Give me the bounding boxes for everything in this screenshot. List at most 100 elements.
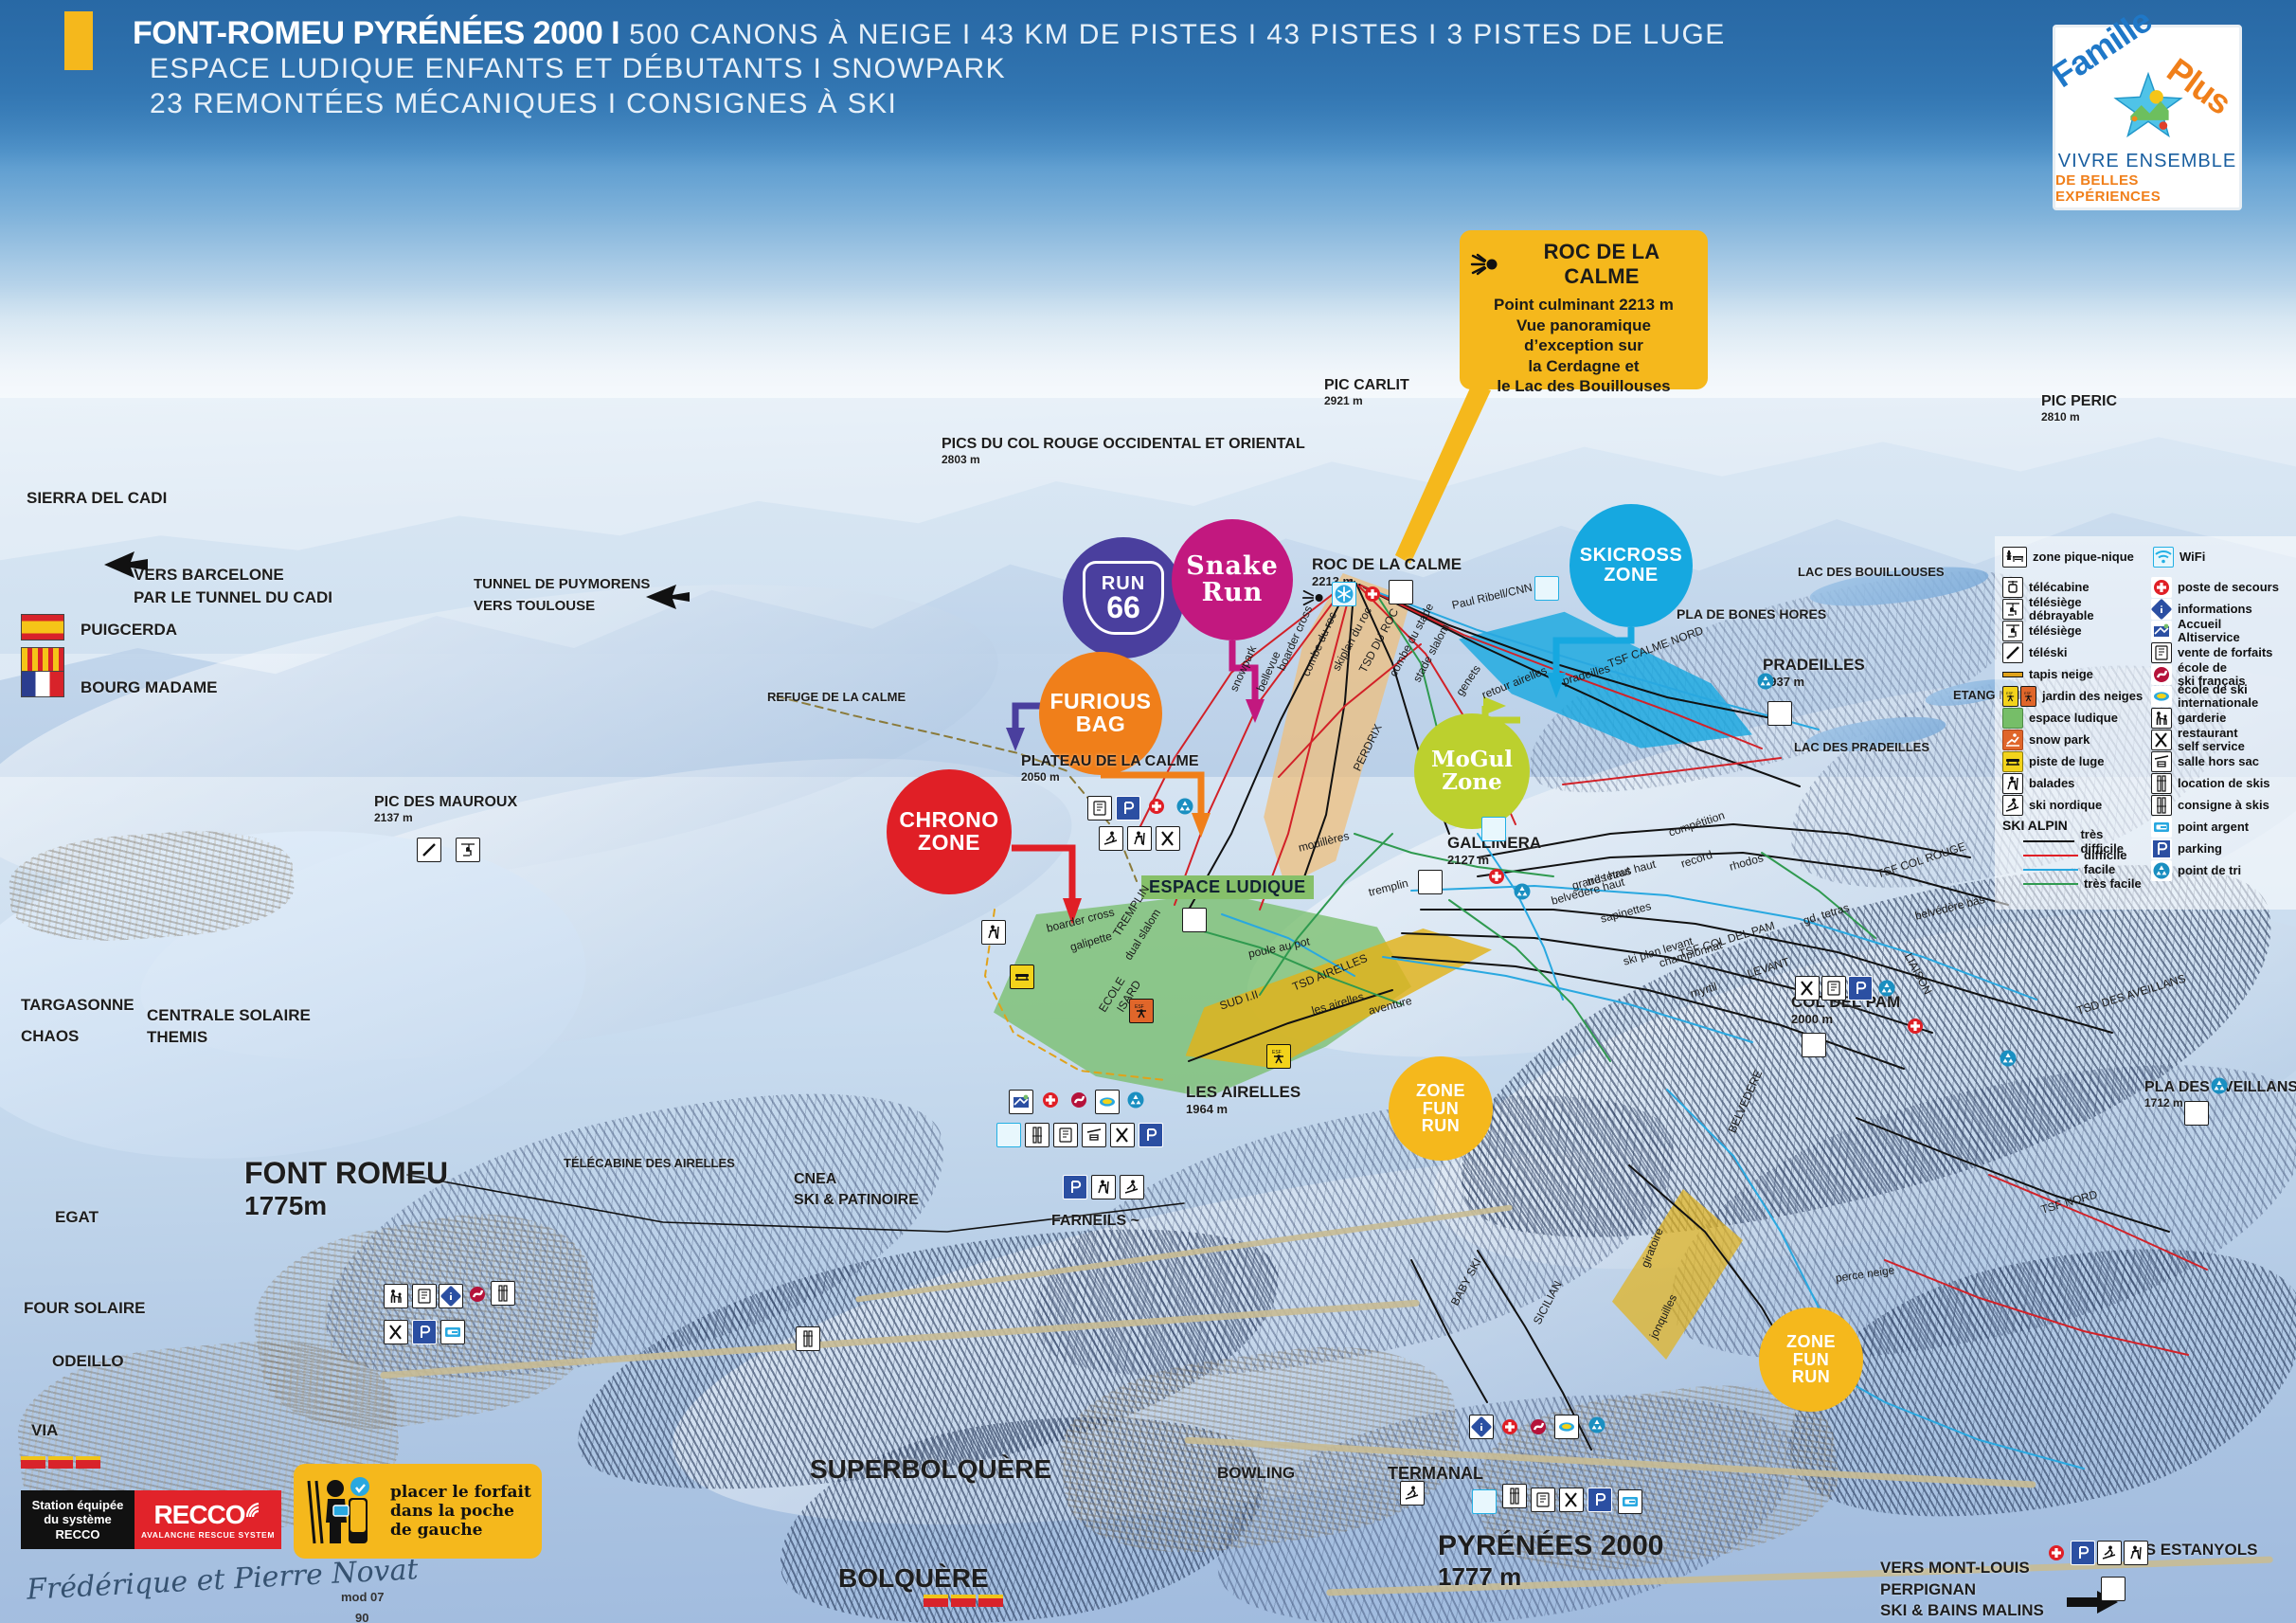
place-label: SIERRA DEL CADI xyxy=(27,489,167,508)
train-icon-villages xyxy=(21,1456,100,1469)
place-label-name: PUIGCERDA xyxy=(81,621,178,639)
zone-bubble-furious-bag[interactable]: FURIOUS BAG xyxy=(1039,652,1162,775)
sledge-icon xyxy=(2002,751,2023,772)
hiking-icon xyxy=(2002,773,2023,794)
information-icon xyxy=(439,1284,463,1308)
hiking-icon xyxy=(981,920,1006,945)
place-label: SKI & BAINS MALINS xyxy=(1880,1601,2044,1620)
legend-row: point argent xyxy=(2151,817,2294,838)
legend-row: garderie xyxy=(2151,708,2294,729)
recco-brand: RECCO xyxy=(153,1500,245,1529)
ski-storage-icon xyxy=(2151,795,2172,816)
place-label-name: EGAT xyxy=(55,1208,99,1226)
legend-row: consigne à skis xyxy=(2151,795,2294,816)
childcare-icon xyxy=(384,1284,408,1308)
bubble-label-line2: ZONE xyxy=(1604,565,1659,586)
legend-row: tapis neige xyxy=(2002,664,2145,685)
star-icon xyxy=(2113,71,2183,138)
svg-text:ESF: ESF xyxy=(1135,1004,1144,1010)
difficulty-label: facile xyxy=(2084,862,2116,876)
place-label: SUPERBOLQUÈRE xyxy=(810,1454,1051,1485)
place-label: EGAT xyxy=(55,1208,99,1227)
zone-bubble-snake-run[interactable]: Snake Run xyxy=(1172,519,1293,640)
play-area-icon xyxy=(2002,708,2023,729)
lift-pass-icon xyxy=(1053,1123,1078,1147)
information-icon xyxy=(1469,1415,1494,1439)
place-label-altitude: 1712 m xyxy=(2144,1096,2183,1109)
recco-line-2: du système xyxy=(44,1512,112,1527)
callout-line-5: le Lac des Bouillouses xyxy=(1497,377,1671,396)
place-label-altitude: 1775m xyxy=(244,1191,328,1220)
zone-bubble-fun-run-2[interactable]: ZONE FUN RUN xyxy=(1759,1307,1863,1412)
zone-bubble-fun-run-1[interactable]: ZONE FUN RUN xyxy=(1389,1056,1493,1161)
hiking-icon xyxy=(2124,1541,2148,1565)
parking-icon xyxy=(1848,976,1873,1001)
legend-label: garderie xyxy=(2178,710,2227,725)
wifi-icon xyxy=(1472,1489,1497,1514)
ski-rental-icon xyxy=(2151,773,2172,794)
legend-label: location de skis xyxy=(2178,775,2270,790)
fact-line-1: 500 CANONS À NEIGE I 43 KM DE PISTES I 4… xyxy=(629,19,1726,50)
place-label-name: TÉLÉCABINE DES AIRELLES xyxy=(564,1156,735,1170)
restaurant-icon xyxy=(2151,730,2172,750)
legend-ski-alpin-title: SKI ALPIN xyxy=(2002,818,2068,833)
bubble-label-line1: CHRONO xyxy=(899,807,999,833)
magic-carpet-icon xyxy=(2002,664,2023,685)
legend-row: snow park xyxy=(2002,730,2145,750)
information-icon xyxy=(2151,599,2172,620)
svg-text:ESF: ESF xyxy=(1272,1050,1282,1055)
place-label-name: CENTRALE SOLAIRE xyxy=(147,1006,311,1024)
viewpoint-icon xyxy=(1301,586,1326,610)
atm-icon xyxy=(1618,1489,1642,1514)
resort-name: FONT-ROMEU PYRÉNÉES 2000 I xyxy=(133,15,620,51)
recycling-icon xyxy=(1874,976,1899,1001)
parking-icon xyxy=(1587,1488,1612,1512)
legend-row: poste de secours xyxy=(2151,577,2294,598)
place-label: FOUR SOLAIRE xyxy=(24,1299,145,1318)
zone-bubble-run66[interactable]: RUN 66 xyxy=(1063,537,1184,658)
zone-bubble-chrono-zone[interactable]: CHRONO ZONE xyxy=(887,769,1012,894)
place-label: CNEA xyxy=(794,1171,836,1188)
place-label-name: BOWLING xyxy=(1217,1464,1296,1482)
place-label: BOWLING xyxy=(1217,1464,1295,1483)
place-label-name: LAC DES PRADEILLES xyxy=(1794,740,1930,754)
difficulty-label: difficile xyxy=(2084,848,2127,862)
altiservice-icon xyxy=(1009,1090,1033,1114)
bubble-label-line2: 66 xyxy=(1106,590,1140,625)
picnic-icon xyxy=(1389,580,1413,604)
place-label-name: ROC DE LA CALME xyxy=(1312,555,1462,573)
bubble-label-line1: SKICROSS xyxy=(1579,545,1683,567)
picnic-icon xyxy=(1767,701,1792,726)
place-label: VERS MONT-LOUIS xyxy=(1880,1559,2030,1578)
nordic-ski-icon xyxy=(1400,1481,1425,1506)
zone-bubble-skicross-zone[interactable]: SKICROSS ZONE xyxy=(1570,504,1693,627)
legend-label: consigne à skis xyxy=(2178,797,2269,812)
legend-label: vente de forfaits xyxy=(2178,644,2273,659)
zone-bubble-mogul-zone[interactable]: MoGul Zone xyxy=(1414,713,1530,829)
place-label-name: VERS TOULOUSE xyxy=(474,598,596,614)
legend-row: balades xyxy=(2002,773,2145,794)
nordic-ski-icon xyxy=(2097,1541,2122,1565)
recco-line-1: Station équipée xyxy=(31,1498,124,1512)
recycling-icon xyxy=(1123,1088,1148,1112)
logo-tagline-2: DE BELLES EXPÉRIENCES xyxy=(2055,172,2161,205)
legend-row: ski nordique xyxy=(2002,795,2145,816)
difficulty-line xyxy=(2023,839,2075,842)
legend-label: espace ludique xyxy=(2029,710,2118,725)
recco-line-3: RECCO xyxy=(55,1526,100,1542)
legend-difficulty-row: facile xyxy=(2002,862,2145,876)
legend-difficulty-row: difficile xyxy=(2002,848,2145,862)
place-label-name: CHAOS xyxy=(21,1027,80,1045)
gondola-icon xyxy=(2002,577,2023,598)
place-label-name: PRADEILLES xyxy=(1763,656,1865,674)
wifi-icon xyxy=(1534,576,1559,601)
bubble-label-line1: MoGul xyxy=(1431,747,1513,773)
